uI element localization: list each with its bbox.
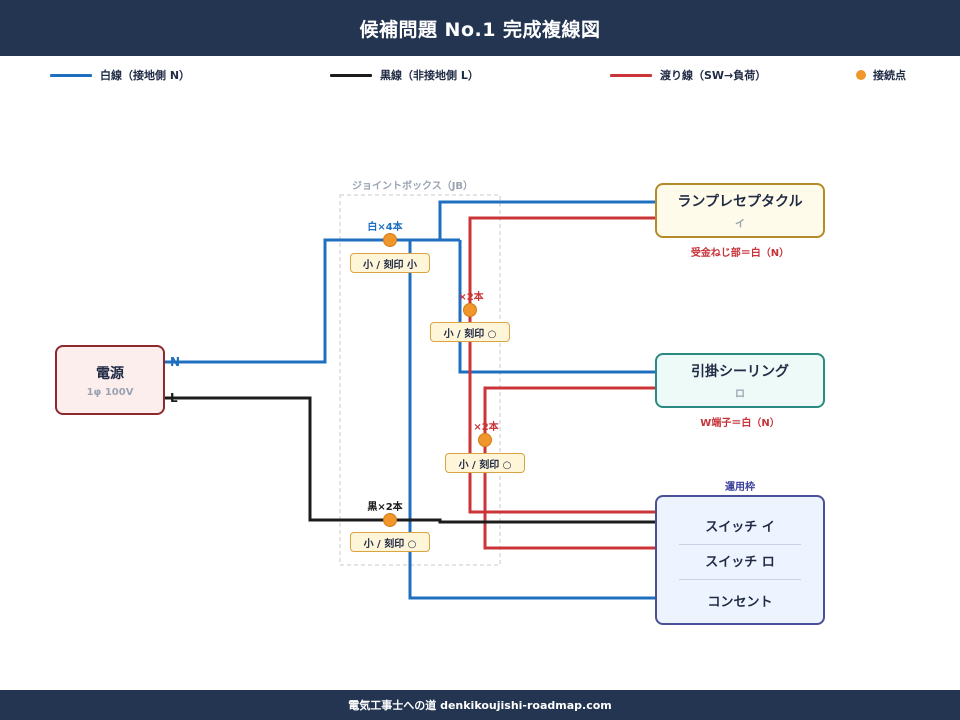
legend-black: 黒線（非接地側 L） — [330, 67, 479, 83]
red-wire-switch-i-lamp — [468, 216, 657, 514]
junction-box-frame — [339, 194, 501, 566]
junction-red2b — [478, 433, 492, 447]
sleeve-red2a: 小 / 刻印 ○ — [430, 322, 510, 342]
white-wire-lamp — [438, 200, 657, 240]
page-title: 候補問題 No.1 完成複線図 — [359, 18, 601, 41]
legend-red: 渡り線（SW→負荷） — [610, 67, 766, 83]
switch-ro: スイッチ ロ — [705, 554, 775, 570]
ceiling-title: 引掛シーリング — [691, 364, 789, 380]
ceiling-note: W端子＝白（N） — [700, 418, 780, 429]
lamp-title: ランプレセプタクル — [677, 194, 803, 210]
legend-point: 接続点 — [856, 67, 906, 83]
power-terminal-l: L — [170, 391, 178, 405]
legend-white: 白線（接地側 N） — [50, 67, 190, 83]
white-wire-outlet — [408, 240, 660, 600]
lamp-receptacle-box: ランプレセプタクル イ — [655, 183, 825, 238]
power-source-box: 電源 1φ 100V — [55, 345, 165, 415]
ceiling-rosette-box: 引掛シーリング ロ — [655, 353, 825, 408]
sleeve-red2b: 小 / 刻印 ○ — [445, 453, 525, 473]
legend-black-label: 黒線（非接地側 L） — [380, 69, 479, 82]
junction-red2a — [463, 303, 477, 317]
legend-red-label: 渡り線（SW→負荷） — [660, 69, 767, 82]
legend-white-label: 白線（接地側 N） — [100, 69, 191, 82]
switch-divider-1 — [679, 544, 801, 545]
junction-white4 — [383, 233, 397, 247]
power-terminal-n: N — [170, 355, 181, 369]
legend-point-dot-icon — [856, 70, 866, 80]
red-wires — [468, 216, 657, 550]
page-footer: 電気工事士への道 denkikoujishi-roadmap.com — [0, 690, 960, 720]
lamp-symbol: イ — [735, 219, 745, 230]
switch-i: スイッチ イ — [705, 519, 775, 535]
ceiling-symbol: ロ — [735, 389, 745, 400]
operation-frame-box: スイッチ イ スイッチ ロ コンセント — [655, 495, 825, 625]
sleeve-white4: 小 / 刻印 小 — [350, 253, 430, 273]
junction-points — [383, 233, 492, 527]
junction-red2b-label: ×2本 — [473, 422, 499, 433]
legend-red-line-icon — [610, 73, 652, 77]
lamp-note: 受金ねじ部＝白（N） — [690, 248, 790, 259]
footer-text: 電気工事士への道 denkikoujishi-roadmap.com — [348, 699, 612, 712]
junction-black2 — [383, 513, 397, 527]
power-spec: 1φ 100V — [86, 386, 134, 398]
page-header: 候補問題 No.1 完成複線図 — [0, 0, 960, 56]
switch-divider-2 — [679, 579, 801, 580]
junction-red2a-label: ×2本 — [458, 292, 484, 303]
junction-white4-label: 白×4本 — [367, 222, 403, 233]
legend-white-line-icon — [50, 73, 92, 77]
power-title: 電源 — [96, 365, 124, 382]
outlet: コンセント — [707, 594, 773, 610]
legend-black-line-icon — [330, 73, 372, 77]
white-wire-ceiling — [458, 240, 657, 374]
black-wire-power-l — [165, 396, 660, 524]
junction-box-label: ジョイントボックス（JB） — [352, 181, 474, 192]
legend-point-label: 接続点 — [873, 69, 906, 82]
sleeve-black2: 小 / 刻印 ○ — [350, 532, 430, 552]
frame-label: 運用枠 — [725, 482, 755, 493]
junction-black2-label: 黒×2本 — [367, 502, 403, 513]
